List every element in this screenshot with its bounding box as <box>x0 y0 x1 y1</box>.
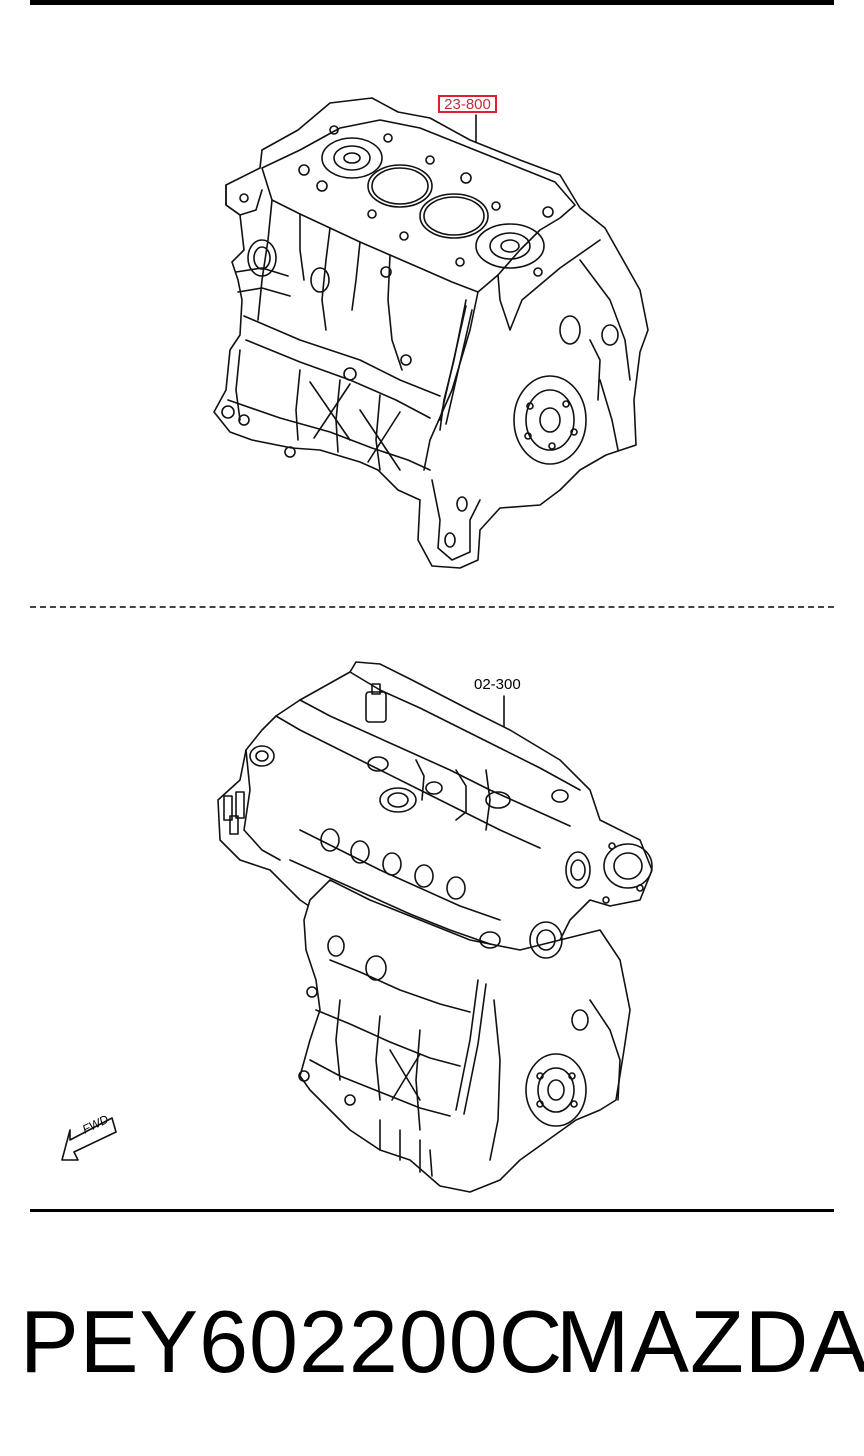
top-rule <box>30 0 834 5</box>
section-divider <box>30 606 834 608</box>
cylinder-bore-2 <box>367 164 433 208</box>
footer: PEY602200C MAZDA <box>0 1290 864 1400</box>
fwd-arrow-icon <box>61 1117 117 1161</box>
short-block-drawing <box>213 97 649 569</box>
cylinder-bore-1 <box>321 137 383 179</box>
cam-sprocket <box>603 843 653 889</box>
part-number: PEY602200C <box>20 1292 564 1391</box>
complete-engine-drawing <box>61 661 653 1193</box>
callout-label-short-block: 23-800 <box>438 95 497 113</box>
callout-label-complete-engine: 02-300 <box>474 676 521 693</box>
crank-flange <box>513 375 587 465</box>
cylinder-bore-3 <box>419 193 489 239</box>
cylinder-bore-4 <box>475 223 545 269</box>
bottom-rule <box>30 1209 834 1212</box>
brand-name: MAZDA <box>556 1292 864 1391</box>
oil-filler-cap <box>365 691 387 723</box>
rear-crank-flange <box>525 1053 587 1127</box>
